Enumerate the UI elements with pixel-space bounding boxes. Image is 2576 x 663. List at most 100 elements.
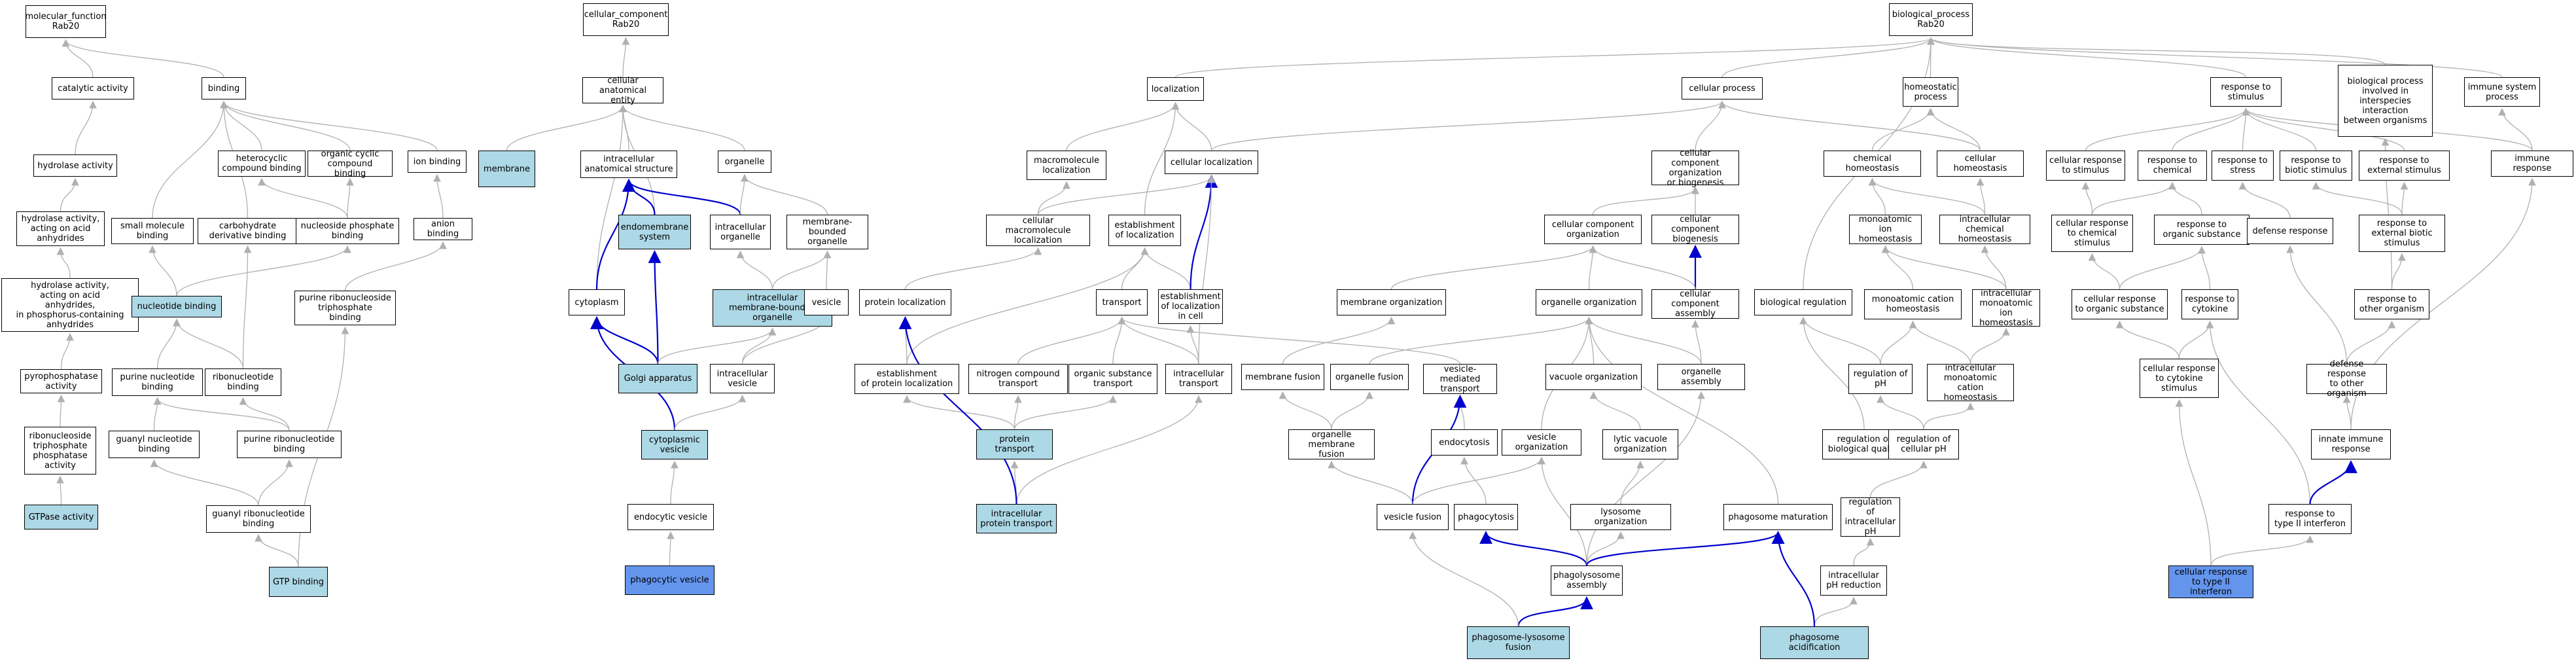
node-ncomp: nitrogen compound transport [968,364,1068,394]
edge-pl_fusion-to-ves_fusion [1409,531,1519,627]
edge-phago_acid-to-phago_mat [1771,531,1816,627]
edge-guanyl_rn-to-purine_rn [258,459,293,506]
node-mem_fusion: membrane fusion [1241,364,1324,390]
node-resp_cyto: response to cytokine [2181,289,2238,319]
edge-omf-to-mem_fusion [1279,391,1332,430]
node-cyto_ves: cytoplasmic vesicle [641,430,708,459]
edge-resp_cyto-to-resp_org_sub [2198,245,2211,290]
edge-localization-to-bp [1174,37,1935,78]
node-resp_stress: response to stress [2212,151,2274,181]
edge-resp_biotic-to-resp_stim [2242,107,2317,151]
edge-def_resp-to-resp_stress [2238,181,2291,219]
node-iph_red: intracellular pH reduction [1820,565,1887,596]
edge-intra_org-to-ias [622,179,741,215]
node-bp: biological_process Rab20 [1889,3,1973,36]
node-small_mol: small molecule binding [111,218,194,244]
edge-nucleotide-to-nuc_phos [176,245,351,296]
edge-prot_loc-to-cell_macro_loc [904,247,1042,290]
edge-est_loc_cell-to-cell_loc [1190,175,1218,290]
edge-binding-to-mf [62,39,224,78]
edge-membrane-to-cae [506,104,627,151]
node-reg_iph: regulation of intracellular pH [1841,497,1900,537]
node-vac_org: vacuole organization [1545,364,1642,390]
edge-cell_resp_chem-to-cell_resp_stim [2081,181,2093,215]
node-orgsub: organic substance transport [1068,364,1157,394]
edge-def_resp_other-to-def_resp [2286,245,2348,365]
edge-organelle-to-cae [619,104,745,151]
node-intra_ves: intracellular vesicle [710,364,775,393]
node-ias: intracellular anatomical structure [580,151,677,178]
edge-imbo-to-mbo [771,250,832,290]
node-mf: molecular_function Rab20 [25,5,107,38]
edge-ribonucleotide-to-nucleotide [173,318,244,369]
edge-mem_fusion-to-mem_org [1282,316,1396,365]
edge-imm_sys-to-bp [1927,37,2503,78]
edge-cell_loc-to-cell_proc [1210,100,1726,151]
edge-mono_cat-to-mono_ion [1881,245,1914,290]
edge-guanyl_nt-to-purine_nt [153,397,162,431]
edge-ves_fusion-to-ves_org [1412,456,1545,505]
node-resp_ext: response to external stimulus [2359,151,2450,181]
node-mbo: membrane-bounded organelle [786,215,868,249]
node-cca: cellular component assembly [1651,289,1739,319]
edge-phago_ves-to-endo_ves [667,531,675,566]
node-resp_stim: response to stimulus [2210,77,2282,107]
edge-endocytosis-to-vmt [1456,395,1465,430]
node-org_fusion: organelle fusion [1330,364,1409,390]
node-localization: localization [1147,77,1204,101]
edge-cell_macro_loc-to-cell_loc [1037,175,1216,215]
node-pyrophos: pyrophosphatase activity [20,369,102,393]
node-phagolyso_asm: phagolysosome assembly [1551,565,1623,596]
node-mono_cat: monoatomic cation homeostasis [1864,289,1962,319]
node-ccb: cellular component biogenesis [1651,215,1739,244]
node-cell_resp_chem: cellular response to chemical stimulus [2051,215,2133,252]
edge-nucleotide-to-small_mol [149,245,177,296]
node-phago_mat: phagosome maturation [1723,504,1833,530]
node-def_resp_other: defense response to other organism [2306,359,2387,399]
node-cell_resp_stim: cellular response to stimulus [2046,151,2125,181]
edge-iph_red-to-reg_iph [1853,537,1875,566]
edge-phagolyso_asm-to-phagocytosis [1479,531,1588,566]
edge-est_loc-to-localization [1144,101,1180,215]
edge-lyso_org-to-lytic_vac [1620,460,1644,505]
edge-reg_cph-to-reg_ph [1877,395,1924,430]
edge-resp_stress-to-resp_stim [2242,107,2250,151]
edge-ribonucleotide-to-carbohydrate [242,245,252,369]
edge-organic_cyclic-to-binding [220,100,351,151]
edge-purine_rn-to-ribonucleotide [239,397,290,431]
edge-prot_trans-to-est_prot_loc [903,395,1015,430]
node-resp_org_sub: response to organic substance [2154,215,2250,245]
node-cell_homeo: cellular homeostasis [1937,151,2024,177]
edge-intra_org-to-organelle [739,173,749,215]
node-organelle: organelle [718,151,771,173]
node-bpii: biological process involved in interspec… [2338,65,2433,137]
node-organic_cyclic: organic cyclic compound binding [308,149,393,179]
node-cell_resp_ifn: cellular response to type II interferon [2168,565,2253,598]
edge-cell_macro_loc-to-macro_loc [1037,181,1070,215]
edge-cell_loc-to-localization [1171,101,1212,151]
node-cell_proc: cellular process [1682,77,1763,99]
edge-small_mol-to-binding [152,100,228,219]
node-hyd_phos: hydrolase activity, acting on acid anhyd… [1,278,139,332]
edge-prot_trans-to-ncomp [1014,395,1022,430]
node-mem_org: membrane organization [1337,289,1446,315]
edge-imbo-to-intra_org [736,250,773,290]
edge-phagolyso_asm-to-lyso_org [1586,531,1625,566]
edge-macro_loc-to-localization [1066,101,1180,151]
edge-resp_chem-to-resp_stim [2172,107,2250,151]
node-macro_loc: macromolecule localization [1027,151,1106,180]
node-anion: anion binding [414,218,472,240]
node-bio_reg: biological regulation [1754,289,1852,315]
node-heterocyclic: heterocyclic compound binding [218,151,306,177]
node-gtp: GTP binding [269,567,328,597]
edge-prot_trans-to-orgsub [1014,395,1117,430]
node-ipt: intracellular protein transport [976,504,1057,533]
edge-reg_ph-to-bio_reg [1799,316,1881,365]
edge-innate-to-def_resp_other [2342,395,2352,430]
node-est_prot_loc: establishment of protein localization [855,364,959,394]
node-imm_sys: immune system process [2464,77,2540,107]
edge-org_fusion-to-org_org [1369,316,1593,365]
edge-cco-to-ccob [1592,186,1699,215]
